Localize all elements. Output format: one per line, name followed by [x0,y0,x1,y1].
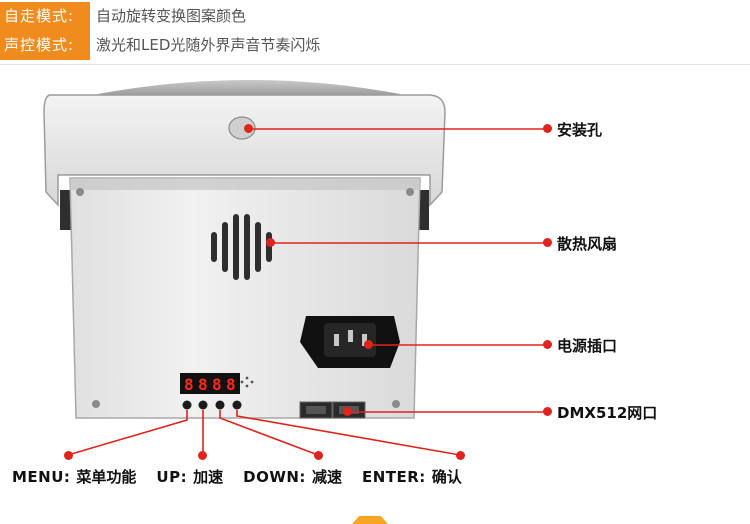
info-label: 声控模式: [0,31,90,60]
legend-item-enter: ENTER:确认 [361,468,462,486]
callout-dmx-port: DMX512网口 [557,404,658,422]
callout-dot [364,340,373,349]
fan-vent [233,214,239,280]
legend-item-menu: MENU:菜单功能 [12,468,137,486]
callout-dot [64,451,73,460]
callout-dot [343,407,352,416]
mount-hole-icon [228,116,256,140]
fan-vent [222,222,228,272]
display-digit: 8 [226,375,236,394]
fan-vent [266,232,272,262]
enter-button [232,400,242,410]
button-legend: MENU:菜单功能 UP:加速 DOWN:减速 ENTER:确认 [12,466,482,490]
bracket-shadow [70,178,420,190]
up-button [198,400,208,410]
display-digit: 8 [212,375,222,394]
legend-item-down: DOWN:减速 [243,468,342,486]
info-divider [0,64,750,65]
callout-dot [543,407,552,416]
info-label: 自走模式: [0,2,90,31]
info-value: 自动旋转变换图案颜色 [96,7,247,25]
leader-line [219,410,319,456]
screw-icon [92,400,100,408]
fan-vent [244,214,250,280]
screw-icon [406,188,414,196]
screw-icon [392,400,400,408]
screw-icon [76,188,84,196]
legend-item-up: UP:加速 [156,468,224,486]
callout-dot [198,451,207,460]
callout-cooling-fan: 散热风扇 [557,235,618,253]
scroll-indicator-icon [352,516,388,524]
mounting-bracket [43,94,446,207]
down-button [215,400,225,410]
callout-dot [266,238,275,247]
callout-dot [244,124,253,133]
callout-dot [314,451,323,460]
info-row-auto-mode: 自走模式: 自动旋转变换图案颜色 [0,2,750,31]
fan-vent [255,222,261,272]
leader-line [236,410,461,456]
callout-mount-hole: 安装孔 [557,121,603,139]
fan-vent [211,232,217,262]
menu-button [182,400,192,410]
callout-dot [543,238,552,247]
leader-line [67,410,188,456]
info-value: 激光和LED光随外界声音节奏闪烁 [96,36,321,54]
callout-dot [543,340,552,349]
display-digit: 8 [184,375,194,394]
info-row-sound-mode: 声控模式: 激光和LED光随外界声音节奏闪烁 [0,31,750,60]
callout-dot [543,124,552,133]
led-display [180,373,240,394]
display-digit: 8 [198,375,208,394]
callout-power-socket: 电源插口 [557,337,618,355]
callout-dot [456,451,465,460]
device-body [69,177,421,419]
